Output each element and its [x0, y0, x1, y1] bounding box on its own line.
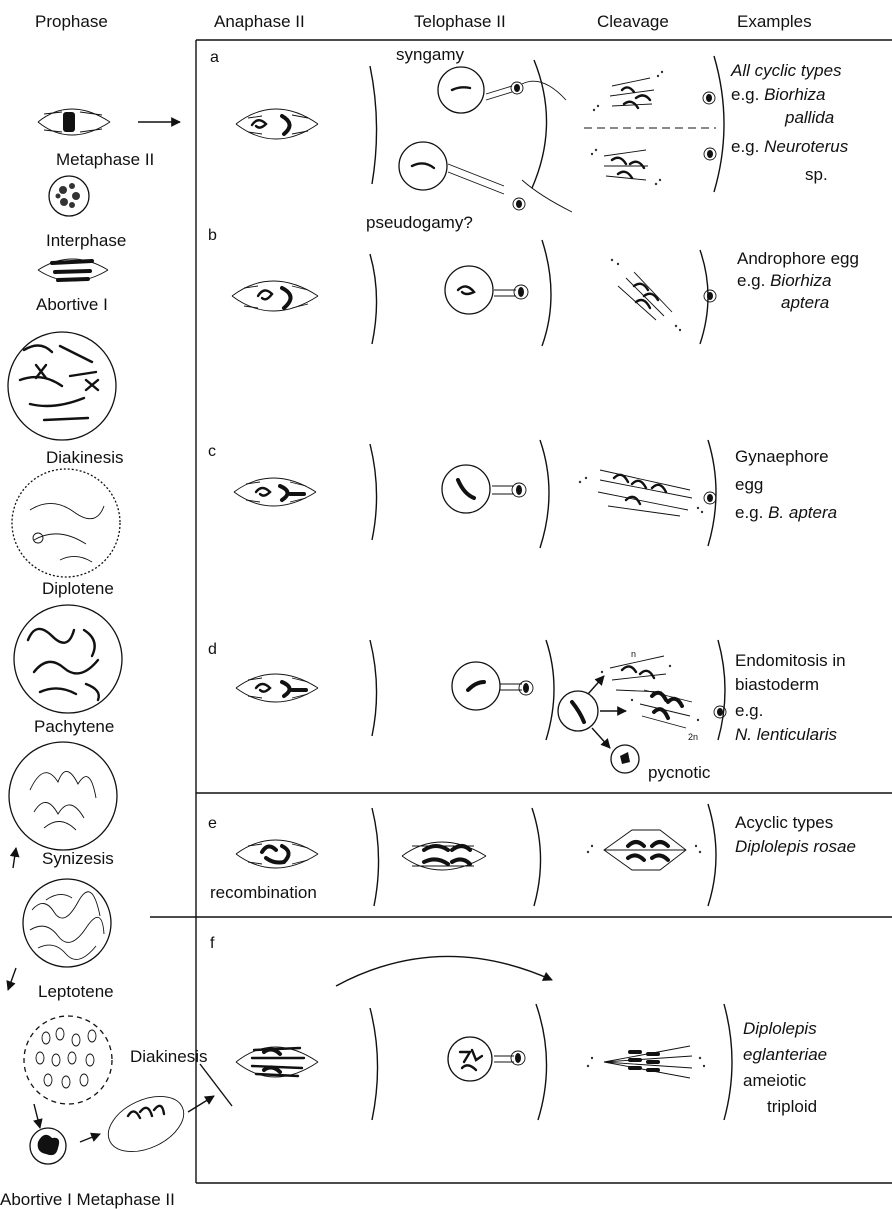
row-e: e recombination Acyclic types Diplolepis…: [208, 804, 856, 906]
row-d-example-3: e.g.: [735, 701, 763, 720]
header-telophase-ii: Telophase II: [414, 12, 506, 31]
label-syngamy: syngamy: [396, 45, 465, 64]
row-b-example-2-prefix: e.g.: [737, 271, 765, 290]
row-e-example-1: Acyclic types: [735, 813, 833, 832]
row-a-example-3: pallida: [784, 108, 834, 127]
svg-text:e.g. B. aptera: e.g. B. aptera: [735, 503, 837, 522]
label-diakinesis-2: Diakinesis: [130, 1047, 207, 1066]
label-diplotene: Diplotene: [42, 579, 114, 598]
metaphase-ii-spindle: [38, 109, 180, 135]
label-diakinesis: Diakinesis: [46, 448, 123, 467]
leptotene-nucleus: [23, 879, 111, 967]
row-c-example-3-prefix: e.g.: [735, 503, 763, 522]
row-b-cleavage-spindle: [611, 259, 681, 331]
row-d-example-2: biastoderm: [735, 675, 819, 694]
svg-text:e.g. Biorhiza: e.g. Biorhiza: [731, 85, 826, 104]
label-pseudogamy: pseudogamy?: [366, 213, 473, 232]
row-e-letter: e: [208, 815, 217, 832]
diakinesis-bivalents: [24, 1016, 112, 1104]
row-f-example-4: triploid: [767, 1097, 817, 1116]
row-f-anaphase-spindle: [236, 1047, 318, 1077]
row-b-example-3: aptera: [781, 293, 829, 312]
row-b-example-2-genus: Biorhiza: [770, 271, 831, 290]
label-interphase: Interphase: [46, 231, 126, 250]
label-n: n: [631, 649, 636, 659]
svg-text:e.g. Neuroterus: e.g. Neuroterus: [731, 137, 849, 156]
row-d-diploid-spindle: [631, 690, 699, 728]
row-c-example-3-species: B. aptera: [768, 503, 837, 522]
abortive-i-spindle: [38, 259, 108, 281]
frame-lines: [150, 40, 892, 1183]
row-c-cleavage-spindle: [579, 470, 703, 516]
row-e-example-2: Diplolepis rosae: [735, 837, 856, 856]
row-f-example-3: ameiotic: [743, 1071, 807, 1090]
label-leptotene: Leptotene: [38, 982, 114, 1001]
row-a-example-4-genus: Neuroterus: [764, 137, 849, 156]
label-recombination: recombination: [210, 883, 317, 902]
row-a-example-1: All cyclic types: [730, 61, 842, 80]
row-e-telophase-spindle: [402, 842, 486, 870]
row-b-example-1: Androphore egg: [737, 249, 859, 268]
header-cleavage: Cleavage: [597, 12, 669, 31]
pachytene-nucleus: [14, 605, 122, 713]
row-f-example-2: eglanteriae: [743, 1045, 827, 1064]
label-2n: 2n: [688, 732, 698, 742]
row-a-letter: a: [210, 49, 219, 66]
row-a-example-5: sp.: [805, 165, 828, 184]
row-c-letter: c: [208, 443, 216, 460]
prophase-column: Metaphase II Interphase Abortive I Diaki…: [0, 109, 232, 1209]
svg-text:e.g. Biorhiza: e.g. Biorhiza: [737, 271, 832, 290]
row-f-letter: f: [210, 935, 215, 952]
label-pycnotic: pycnotic: [648, 763, 711, 782]
row-a-cleavage-upper: [593, 71, 663, 111]
label-pachytene: Pachytene: [34, 717, 114, 736]
header-examples: Examples: [737, 12, 812, 31]
row-f-cleavage-spindle: [587, 1046, 705, 1078]
interphase-nucleus: [49, 176, 89, 216]
diplotene-nucleus: [12, 469, 120, 577]
row-d: d n 2n pycnotic Endomi: [208, 640, 846, 782]
label-abortive-i-metaphase-ii: Abortive I Metaphase II: [0, 1190, 175, 1209]
row-a-example-4-prefix: e.g.: [731, 137, 759, 156]
row-e-cleavage-spindle: [587, 830, 701, 870]
diakinesis-nucleus: [8, 332, 116, 440]
synizesis-nucleus: [9, 742, 117, 850]
row-d-example-1: Endomitosis in: [735, 651, 846, 670]
row-a: a syngamy pseudogamy?: [210, 45, 849, 232]
bottom-metaphase-ii-spindle: [100, 1085, 193, 1162]
row-b-letter: b: [208, 227, 217, 244]
row-f-example-1: Diplolepis: [743, 1019, 817, 1038]
row-c-example-1: Gynaephore: [735, 447, 829, 466]
row-c-example-2: egg: [735, 475, 763, 494]
row-d-letter: d: [208, 641, 217, 658]
row-d-haploid-spindle: [601, 656, 671, 692]
row-a-cleavage-lower: [591, 149, 661, 185]
row-f: f Diplolepis eglanteriae ameiotic triplo…: [210, 935, 827, 1120]
row-c: c Gynaephore egg e.g. B. aptera: [208, 440, 837, 548]
header-anaphase-ii: Anaphase II: [214, 12, 305, 31]
row-d-example-4: N. lenticularis: [735, 725, 838, 744]
label-metaphase-ii: Metaphase II: [56, 150, 154, 169]
header-prophase: Prophase: [35, 12, 108, 31]
label-abortive-i: Abortive I: [36, 295, 108, 314]
row-a-example-2-prefix: e.g.: [731, 85, 759, 104]
row-b: b Androphore egg e.g. Biorhiza aptera: [208, 227, 859, 346]
label-synizesis: Synizesis: [42, 849, 114, 868]
row-a-example-2-genus: Biorhiza: [764, 85, 825, 104]
